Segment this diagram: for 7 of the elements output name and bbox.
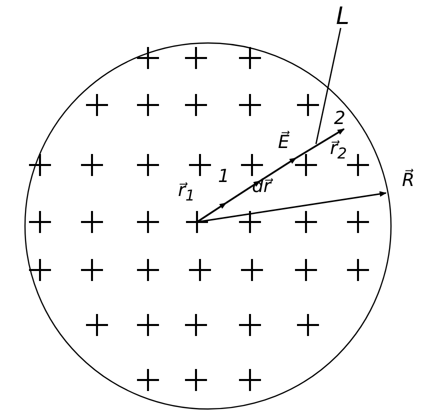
vector-label: r⃗$_{1}$ — [178, 182, 195, 204]
leader-line — [315, 28, 342, 144]
point-label: 1 — [218, 168, 230, 186]
point-label: L — [336, 4, 350, 28]
vector-label: r⃗$_{2}$ — [330, 140, 347, 162]
path-line — [196, 128, 345, 223]
point-label: 2 — [334, 110, 346, 128]
